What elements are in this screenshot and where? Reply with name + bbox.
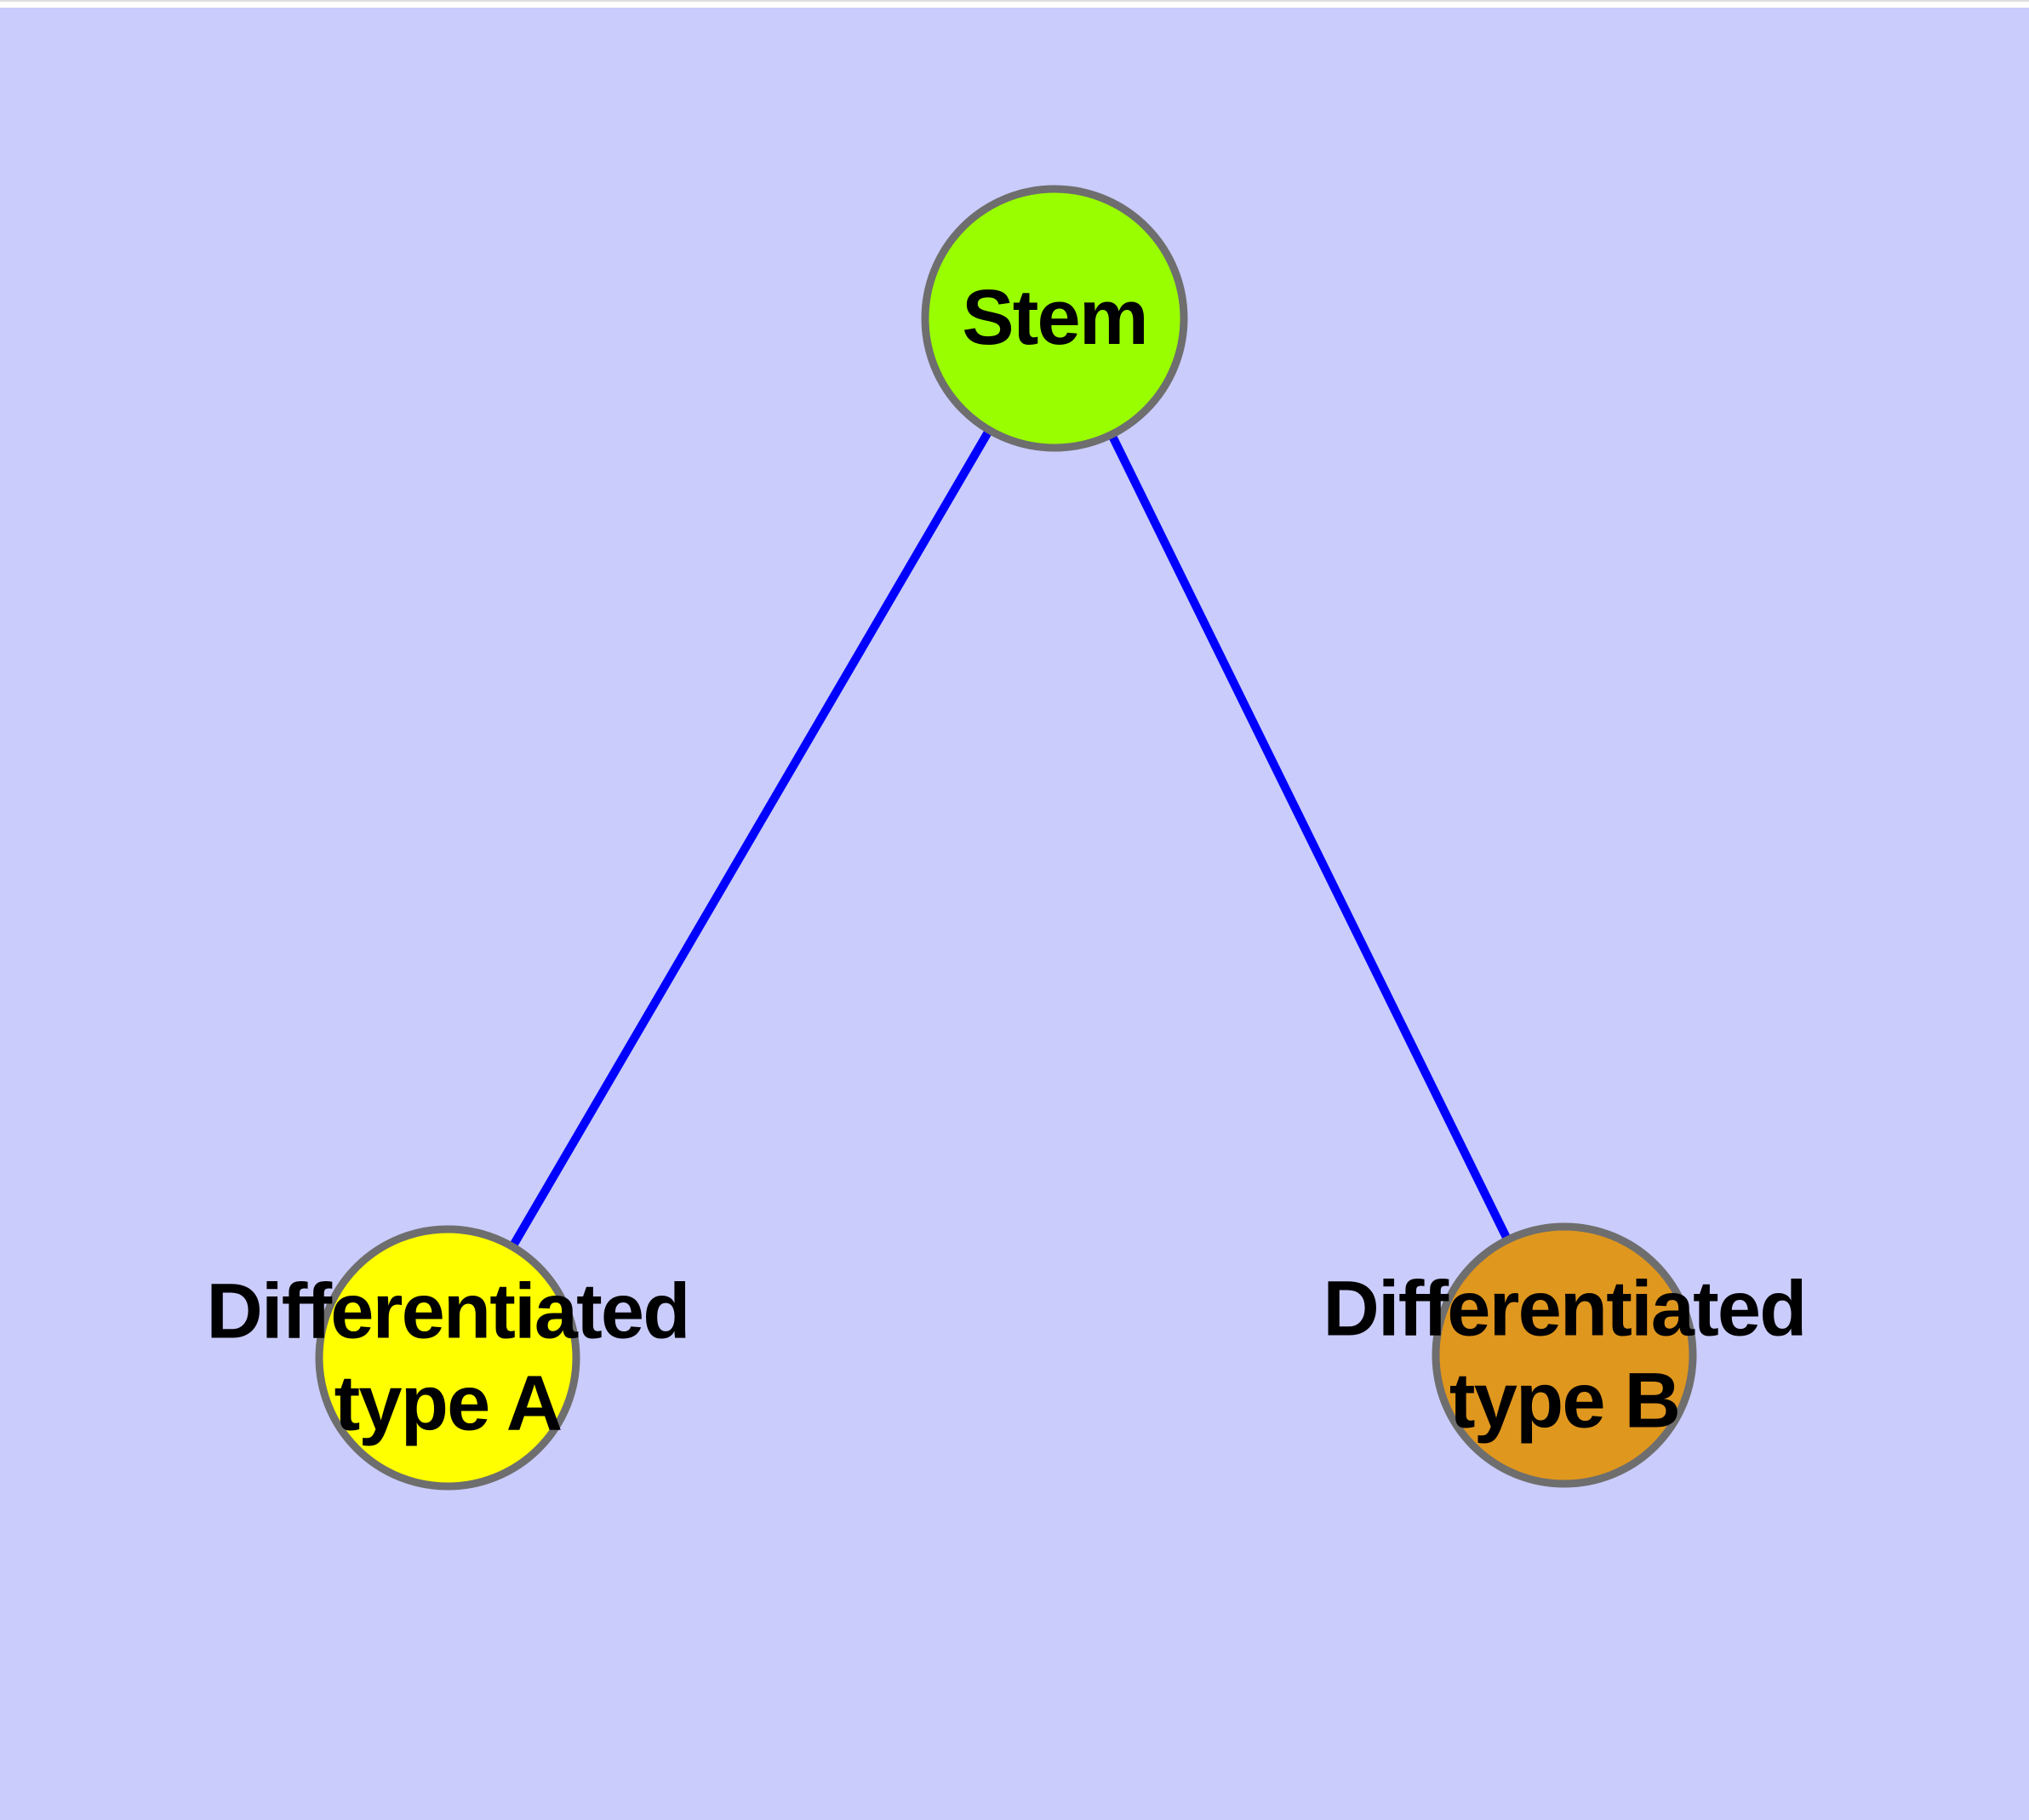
node-label-stem: Stem [962, 274, 1148, 362]
top-margin-strip [0, 0, 2029, 8]
edge-stem-type-a [443, 316, 1059, 1360]
node-type-b [1432, 1222, 1697, 1488]
node-label-type-a: Differentiated type A [206, 1268, 690, 1446]
node-label-type-b: Differentiated type B [1323, 1265, 1807, 1444]
node-type-a [315, 1225, 580, 1491]
edge-stem-type-b [1050, 316, 1569, 1358]
node-stem [921, 185, 1188, 452]
